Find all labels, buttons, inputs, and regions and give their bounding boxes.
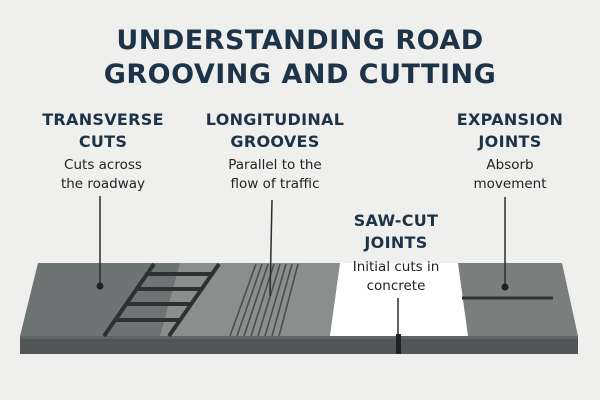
transverse-heading-2: CUTS [78,132,128,151]
longitudinal-heading-1: LONGITUDINAL [205,110,345,129]
transverse-cuts [102,262,221,338]
leader-dot-expansion [501,283,509,291]
leader-lines [99,196,506,336]
longitudinal-grooves [229,263,299,337]
expansion-desc-1: Absorb [486,157,534,173]
sawcut-heading-1: SAW-CUT [353,211,439,230]
expansion-heading-2: JOINTS [478,132,542,151]
slab-front-edge [20,336,578,354]
expansion-heading-1: EXPANSION [456,110,564,129]
transverse-desc-2: the roadway [60,176,146,192]
transverse-rail-left [102,262,156,338]
title-line-1: UNDERSTANDING ROAD [116,25,484,56]
transverse-heading-1: TRANSVERSE [42,110,164,129]
saw-cut-notch [396,334,401,354]
sawcut-desc-2: concrete [366,278,426,294]
transverse-desc-1: Cuts across [64,157,142,173]
leader-dots [96,282,509,291]
longitudinal-desc-1: Parallel to the [228,157,322,173]
title-line-2: GROOVING AND CUTTING [103,59,497,90]
expansion-desc-2: movement [473,176,547,192]
longitudinal-heading-2: GROOVES [230,132,320,151]
slab-front-edge-highlight [20,336,578,339]
longitudinal-desc-2: flow of traffic [230,176,320,192]
leader-longitudinal [269,199,273,297]
sawcut-desc-1: Initial cuts in [352,259,440,275]
sawcut-heading-2: JOINTS [364,233,428,252]
concrete-slab [330,263,468,336]
leader-dot-transverse [96,282,104,290]
